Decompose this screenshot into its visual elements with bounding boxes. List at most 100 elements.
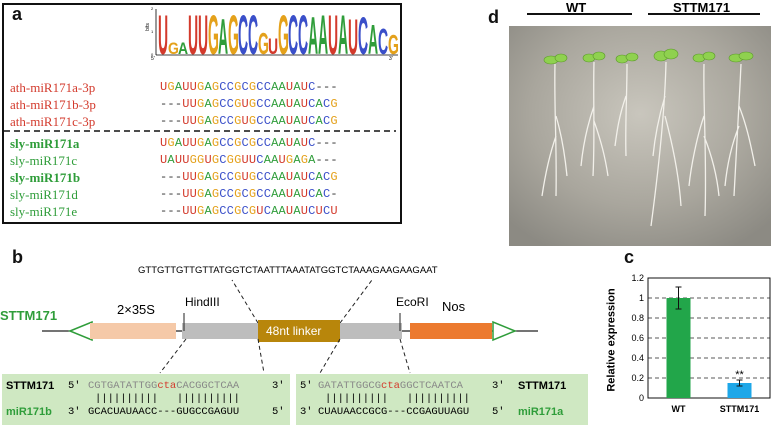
- base: C: [219, 80, 227, 94]
- logo-3-end: 3': [389, 56, 393, 62]
- base: G: [300, 153, 309, 167]
- base: C: [263, 114, 272, 128]
- base: -: [167, 204, 175, 218]
- base: G: [211, 80, 220, 94]
- right-top-seq-a: GATATTGGCG: [318, 380, 382, 392]
- base: U: [241, 153, 249, 167]
- group-divider: [4, 130, 396, 132]
- base: -: [315, 153, 323, 167]
- base: G: [248, 204, 257, 218]
- base: U: [285, 170, 294, 184]
- base: A: [278, 204, 286, 218]
- logo-letter: U: [348, 9, 358, 64]
- logo-letter: G: [208, 6, 219, 64]
- sequence-name: sly-miR171b: [10, 170, 81, 185]
- base: G: [211, 97, 220, 111]
- x-tick-label: STTM171: [720, 404, 760, 414]
- base: A: [271, 114, 279, 128]
- base: C: [219, 153, 227, 167]
- logo-letter: G: [168, 40, 179, 58]
- base: -: [167, 170, 175, 184]
- logo-letter: G: [388, 29, 399, 61]
- sequence-string: UGAUUGAGCCGCGCCAAUAUC---: [160, 136, 338, 150]
- base: A: [204, 136, 212, 150]
- logo-tick-0: 0: [151, 52, 154, 57]
- base: G: [234, 170, 242, 184]
- wt-bracket: [527, 13, 632, 15]
- logo-letter: C: [288, 6, 298, 64]
- base: U: [189, 97, 198, 111]
- linker-sequence: GTTGTTGTTGTTATGGTCTAATTTAAATATGGTCTAAAGA…: [138, 265, 438, 276]
- sequence-name: sly-miR171c: [10, 153, 78, 168]
- y-tick-label: 0: [639, 393, 644, 403]
- right-top-label: STTM171: [518, 380, 567, 392]
- base: C: [256, 153, 264, 167]
- right-top-seq-b: GGCTCAATCA: [399, 380, 463, 392]
- base: U: [300, 114, 309, 128]
- left-top-3: 3': [272, 380, 285, 392]
- base: A: [174, 136, 183, 150]
- sequence-string: ---UUGAGCCGUGCCAAUAUCACG: [160, 170, 338, 184]
- sequence-name: ath-miR171a-3p: [10, 80, 96, 95]
- base: U: [285, 114, 294, 128]
- logo-letter: C: [248, 6, 258, 64]
- logo-tick-1: 1: [151, 29, 154, 34]
- base: G: [197, 187, 205, 201]
- right-bottom-seq: CUAUAACCGCG---CCGAGUUAGU: [318, 406, 470, 418]
- wt-seedlings: [541, 61, 628, 197]
- base: U: [182, 187, 190, 201]
- sequence-name: ath-miR171b-3p: [10, 97, 96, 112]
- y-tick-label: 0.6: [631, 333, 644, 343]
- base: C: [226, 170, 235, 184]
- base: -: [167, 97, 175, 111]
- base: C: [256, 136, 264, 150]
- base: G: [197, 153, 205, 167]
- base: A: [263, 153, 272, 167]
- ecori-label: EcoRI: [396, 295, 429, 309]
- base: C: [241, 80, 249, 94]
- nos-label: Nos: [442, 299, 466, 314]
- base: U: [204, 153, 212, 167]
- left-bottom-5: 5': [272, 406, 285, 418]
- base: U: [285, 97, 294, 111]
- base: U: [174, 153, 183, 167]
- base: U: [300, 187, 309, 201]
- base: A: [293, 80, 301, 94]
- base: U: [182, 97, 190, 111]
- base: U: [160, 80, 168, 94]
- panel-a-frame: [2, 3, 402, 224]
- base: G: [234, 187, 242, 201]
- base: G: [248, 97, 257, 111]
- base: G: [234, 153, 242, 167]
- base: U: [182, 204, 190, 218]
- base: G: [234, 80, 242, 94]
- base: C: [263, 97, 272, 111]
- left-binding-box: STTM171 5' CGTGATATTGGctaCACGGCTCAA 3' |…: [2, 374, 290, 425]
- left-pairs: |||||||||| ||||||||||: [95, 393, 240, 405]
- base: -: [160, 170, 168, 184]
- sequence-name: ath-miR171c-3p: [10, 114, 96, 129]
- base: G: [211, 204, 220, 218]
- base: A: [204, 80, 212, 94]
- left-top-seq-b: CACGGCTCAA: [176, 380, 240, 392]
- logo-letter: A: [318, 6, 328, 64]
- base: U: [189, 204, 198, 218]
- base: -: [167, 114, 175, 128]
- y-tick-label: 1.2: [631, 273, 644, 283]
- left-top-seq-a: CGTGATATTGG: [88, 380, 158, 392]
- base: C: [322, 114, 331, 128]
- base: A: [204, 204, 212, 218]
- base: U: [256, 204, 264, 218]
- base: A: [278, 114, 286, 128]
- panel-label-d: d: [488, 7, 499, 27]
- base: -: [315, 136, 323, 150]
- base: U: [285, 204, 294, 218]
- left-bottom-3: 3': [68, 406, 81, 418]
- y-tick-label: 0.4: [631, 353, 644, 363]
- base: A: [278, 80, 286, 94]
- sequence-name: sly-miR171e: [10, 204, 78, 219]
- sequence-string: ---UUGAGCCGUGCCAAUAUCACG: [160, 97, 338, 111]
- right-bottom-3: 3': [300, 406, 313, 418]
- base: A: [315, 114, 323, 128]
